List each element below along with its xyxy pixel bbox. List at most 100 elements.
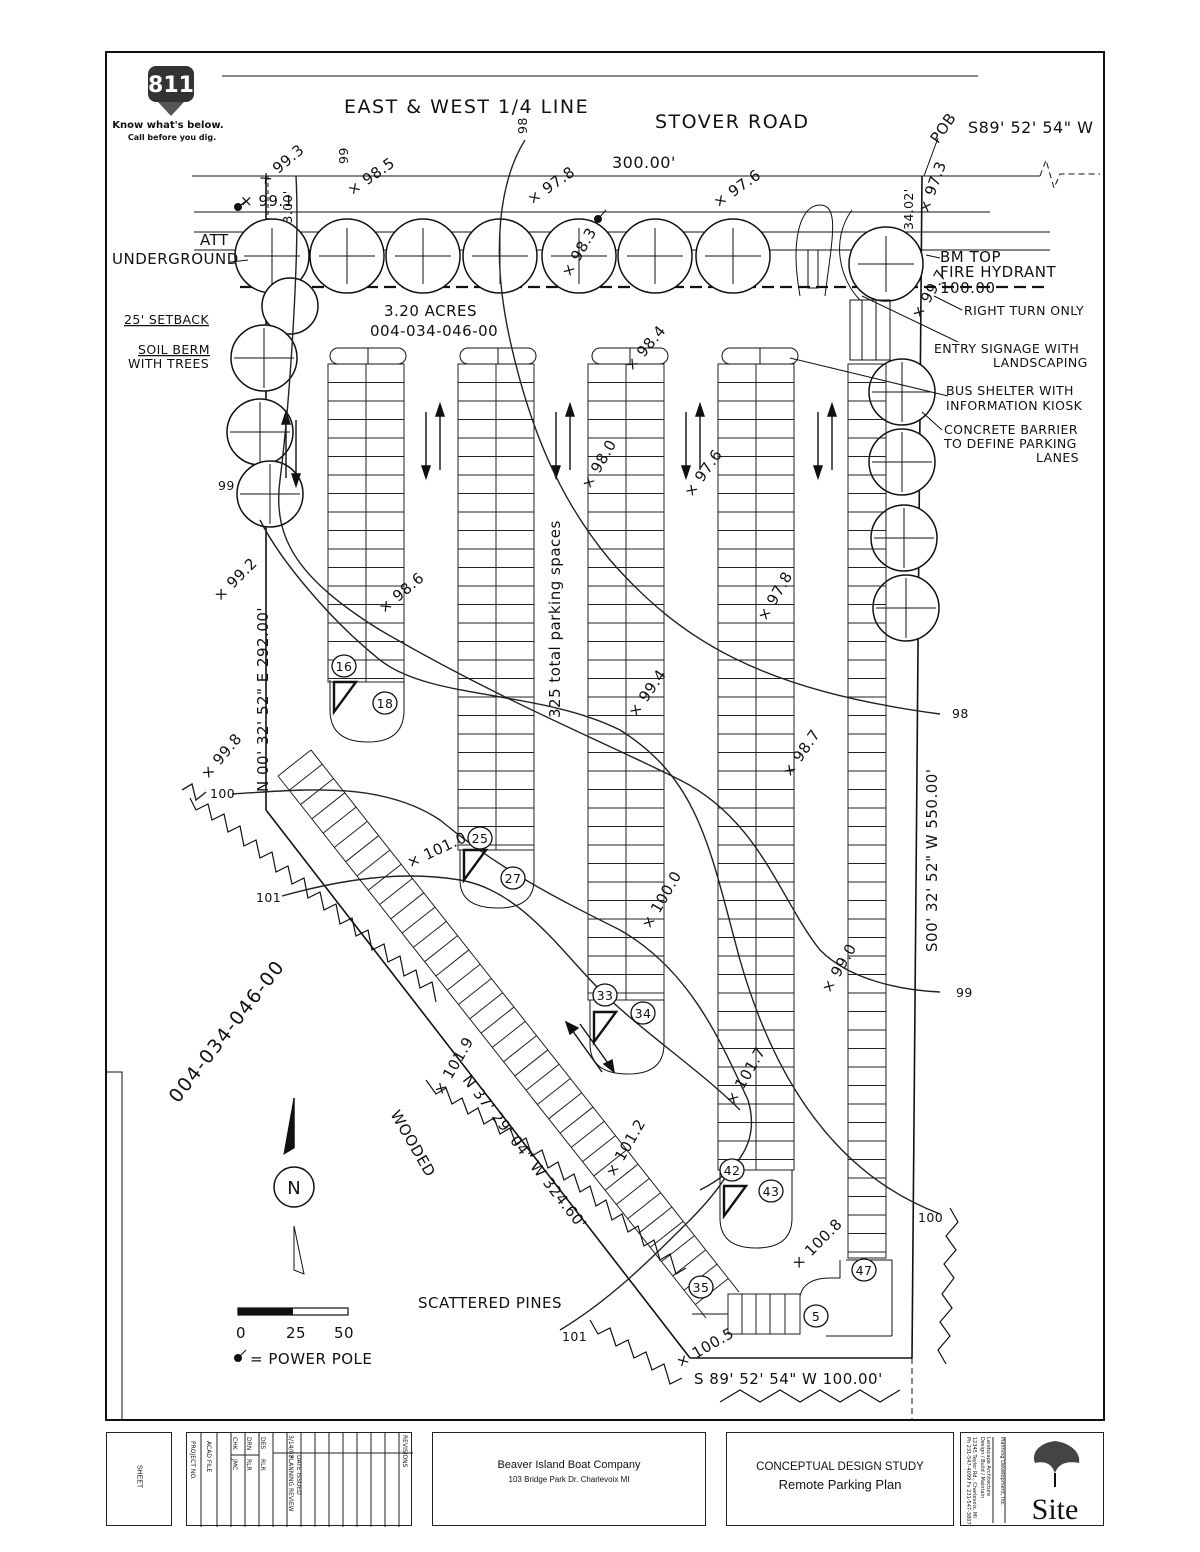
svg-text:25: 25 <box>286 1324 306 1342</box>
stall-count-circle <box>803 1304 829 1328</box>
firm-logo-text: Site <box>1032 1493 1079 1526</box>
stall-line <box>537 1078 571 1105</box>
client-address: 103 Bridge Park Dr. Charlevoix MI <box>508 1475 630 1484</box>
spot-elevation: × 98.0 <box>578 436 620 492</box>
stall-line <box>582 1135 616 1163</box>
callout-leaders <box>229 254 963 431</box>
svg-text:N: N <box>287 1178 300 1199</box>
stall-count-circle <box>630 1001 656 1025</box>
diagonal-row-edge <box>310 749 740 1293</box>
power-pole-legend: = POWER POLE <box>250 1350 372 1368</box>
spot-elevation: × 99.3 <box>255 141 308 189</box>
title-block-client: Beaver Island Boat Company 103 Bridge Pa… <box>432 1432 706 1526</box>
underground-label: UNDERGROUND <box>112 250 239 268</box>
parcel-label: 004-034-046-00 <box>370 322 498 340</box>
bm-label-3: 100.00 <box>940 279 996 297</box>
sheet-border <box>105 51 1105 1421</box>
svg-text:Design / Build / Maintain: Design / Build / Maintain <box>979 1437 985 1498</box>
stall-line <box>277 749 312 777</box>
stall-line <box>638 1206 673 1234</box>
stall-count-label: 33 <box>597 988 614 1003</box>
berm-label-1: SOIL BERM <box>138 342 210 357</box>
stall-count-label: 27 <box>505 871 522 886</box>
scale-bar: 0 25 50 = POWER POLE <box>234 1307 372 1368</box>
svg-text:12345 Taylor Rd., Charlevoix,: 12345 Taylor Rd., Charlevoix, MI <box>971 1437 977 1518</box>
svg-text:PLANNING REVIEW: PLANNING REVIEW <box>287 1455 294 1512</box>
contour-label-101-bottom: 101 <box>562 1329 587 1344</box>
north-arrow: N <box>273 1097 315 1275</box>
plan-title: Remote Parking Plan <box>778 1477 902 1492</box>
berm-label-2: WITH TREES <box>128 356 209 371</box>
stall-line <box>469 992 504 1020</box>
contour-label-100-right: 100 <box>918 1210 943 1225</box>
stall-line <box>570 1120 605 1148</box>
stall-line <box>559 1106 594 1134</box>
stall-line <box>401 906 436 934</box>
stall-count-circle <box>851 1258 877 1282</box>
firm-logo-graphic: Ph 231-547-4099 Fx 231-547-3807 12345 Ta… <box>965 1437 1080 1526</box>
west-side-bearing: N 00' 32' 52" E 292.00' <box>254 607 272 792</box>
entry-signage-label-1: ENTRY SIGNAGE WITH <box>934 341 1079 356</box>
spot-elevation: × 97.8 <box>524 163 578 209</box>
stall-line <box>390 892 425 920</box>
title-block-revisions: PROJECT NO. ACAD FILE CHK JMC DRN RLR DE… <box>186 1432 413 1527</box>
stall-count-label: 16 <box>336 659 353 674</box>
accessible-aisle-mark <box>332 680 359 716</box>
traffic-arrows <box>281 401 837 1074</box>
power-pole-symbols <box>234 197 607 223</box>
stall-line <box>458 978 492 1005</box>
stall-count-circle <box>592 983 618 1007</box>
svg-text:DES: DES <box>259 1437 266 1449</box>
stall-line <box>446 963 481 991</box>
svg-text:RLR: RLR <box>245 1459 252 1471</box>
svg-text:PROJECT NO.: PROJECT NO. <box>189 1441 196 1480</box>
stall-count-label: 42 <box>724 1163 741 1178</box>
setback-label: 25' SETBACK <box>124 312 209 327</box>
svg-text:Know what's below.: Know what's below. <box>112 120 223 131</box>
stall-count-label: 5 <box>812 1309 820 1324</box>
stall-count-label: 43 <box>763 1184 780 1199</box>
svg-text:811: 811 <box>148 73 194 98</box>
svg-text:CHK: CHK <box>231 1437 238 1451</box>
spot-elevation: × 97.8 <box>754 568 796 624</box>
stall-line <box>288 763 323 791</box>
diagonal-bearing: N 37' 29' 04" W 324.60' <box>459 1071 590 1232</box>
acreage-label: 3.20 ACRES <box>384 302 477 320</box>
stall-row-outline <box>847 363 887 1259</box>
svg-text:JMC: JMC <box>231 1458 238 1470</box>
scattered-pines-label: SCATTERED PINES <box>418 1294 562 1312</box>
svg-text:ACAD FILE: ACAD FILE <box>205 1441 212 1472</box>
road-label: STOVER ROAD <box>655 111 809 133</box>
total-spaces-label: 325 total parking spaces <box>546 520 564 718</box>
accessible-aisle-mark <box>722 1184 749 1220</box>
entry-signage-label-2: LANDSCAPING <box>993 355 1088 370</box>
parking-row-diagonal <box>277 749 740 1319</box>
svg-text:Landscape Architecture: Landscape Architecture <box>985 1437 991 1496</box>
svg-text:DRN: DRN <box>245 1437 252 1450</box>
stall-line <box>300 778 334 805</box>
revision-grid: PROJECT NO. ACAD FILE CHK JMC DRN RLR DE… <box>189 1433 413 1527</box>
client-name: Beaver Island Boat Company <box>497 1459 641 1471</box>
contour-label-99-right: 99 <box>956 985 973 1000</box>
bus-shelter-label-2: INFORMATION KIOSK <box>946 398 1083 413</box>
spot-elevation: × 99.1 <box>240 192 294 210</box>
stall-count-circle <box>719 1158 745 1182</box>
spot-elevation: × 100.0 <box>638 868 685 932</box>
short-top-dim: 34.02' <box>901 188 916 230</box>
barrier-label-2: TO DEFINE PARKING <box>943 436 1077 451</box>
barrier-label-3: LANES <box>1036 450 1079 465</box>
accessible-aisle-mark <box>462 848 489 884</box>
title-block-sheet: SHEET <box>106 1432 172 1526</box>
stall-line <box>322 806 357 834</box>
spot-elevation: × 99.8 <box>197 730 245 783</box>
stall-line <box>413 920 447 948</box>
bm-label-1: BM TOP <box>940 248 1001 266</box>
parking-row-5 <box>847 363 887 1259</box>
stall-count-label: 25 <box>472 831 489 846</box>
spot-elevation: × 99.2 <box>210 554 261 605</box>
stall-line <box>525 1063 560 1091</box>
stall-count-circle <box>688 1275 714 1299</box>
contour-label-98-top: 98 <box>515 117 530 134</box>
